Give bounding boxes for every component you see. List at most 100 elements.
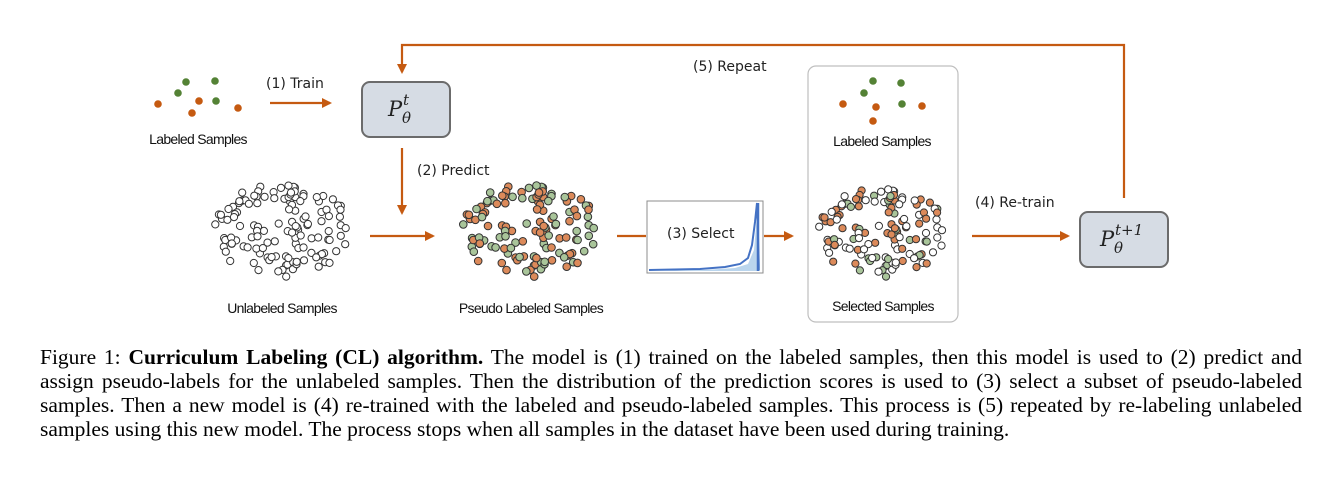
pseudo-labeled-sample-dot	[549, 212, 558, 221]
pseudo-labeled-sample-dot	[544, 196, 553, 206]
pseudo-labeled-sample-dot	[572, 226, 582, 236]
selected-sample-dot	[895, 233, 904, 242]
pseudo-labeled-sample-dot	[561, 233, 571, 242]
step-train-label: (1) Train	[266, 76, 324, 92]
selected-sample-dot	[881, 272, 891, 281]
selected-sample-dot	[877, 187, 886, 196]
unlabeled-samples-label: Unlabeled Samples	[227, 300, 337, 316]
pseudo-labeled-sample-dot	[508, 192, 517, 202]
unlabeled-sample-dot	[250, 191, 259, 200]
selected-sample-dot	[820, 213, 829, 222]
model-current-base: P	[387, 97, 403, 121]
unlabeled-sample-dot	[303, 219, 312, 229]
selected-sample-dot	[922, 259, 931, 268]
repeat-arrow	[397, 43, 1126, 198]
model-next-box	[1079, 211, 1169, 268]
pseudo-labeled-sample-dot	[464, 210, 474, 220]
unlabeled-sample-dot	[307, 234, 316, 243]
labeled-sample-dot	[860, 89, 868, 97]
selected-sample-dot	[870, 197, 879, 206]
pseudo-labeled-sample-dot	[544, 231, 554, 240]
model-next-base: P	[1099, 227, 1115, 251]
svg-text:θ: θ	[402, 109, 411, 127]
unlabeled-sample-dot	[229, 213, 239, 222]
pseudo-labeled-sample-dot	[518, 193, 527, 203]
unlabeled-sample-dot	[276, 183, 286, 192]
pseudo-labeled-sample-dot	[572, 211, 582, 221]
selected-sample-dot	[854, 202, 863, 211]
selected-sample-dot	[886, 192, 895, 201]
unlabeled-sample-dot	[211, 220, 220, 229]
step-predict-label: (2) Predict	[417, 163, 490, 179]
pseudo-labeled-sample-dot	[475, 239, 485, 248]
unlabeled-sample-dot	[335, 212, 344, 221]
labeled-sample-dot	[234, 104, 242, 112]
labeled-sample-dot	[154, 100, 162, 108]
selected-sample-dot	[933, 233, 942, 242]
selected-sample-dot	[859, 245, 869, 254]
labeled-samples-right-dots	[839, 77, 926, 125]
unlabeled-sample-dot	[216, 210, 225, 219]
pseudo-labeled-sample-dot	[584, 231, 594, 241]
caption-title: Curriculum Labeling (CL) algorithm.	[128, 345, 484, 369]
selected-sample-dot	[854, 234, 864, 243]
labeled-sample-dot	[211, 77, 219, 85]
unlabeled-sample-dot	[291, 222, 300, 231]
unlabeled-sample-dot	[235, 221, 245, 231]
pseudo-labeled-sample-dot	[483, 221, 493, 231]
pseudo-labeled-sample-dot	[498, 191, 507, 200]
unlabeled-sample-dot	[235, 197, 244, 206]
unlabeled-sample-dot	[274, 219, 283, 228]
pseudo-labeled-sample-dot	[502, 265, 511, 275]
unlabeled-sample-dot	[301, 212, 310, 221]
selected-sample-dot	[874, 221, 884, 230]
pseudo-labeled-sample-dot	[529, 272, 539, 281]
pseudo-labeled-sample-dot	[547, 256, 557, 265]
flow-arrows	[270, 43, 1126, 241]
unlabeled-samples-dots	[211, 181, 350, 281]
unlabeled-sample-dot	[314, 262, 323, 271]
unlabeled-sample-dot	[226, 256, 235, 266]
unlabeled-sample-dot	[260, 192, 269, 201]
pseudo-labeled-sample-dot	[522, 219, 532, 228]
model-next-sup: t+1	[1115, 221, 1143, 239]
selected-sample-dot	[840, 192, 849, 201]
curriculum-labeling-diagram: P t θ P t+1 θ (1) Train (2) Predict (3) …	[149, 43, 1169, 323]
pseudo-labeled-sample-dot	[492, 199, 502, 209]
selected-samples-label: Selected Samples	[832, 298, 934, 314]
unlabeled-sample-dot	[341, 240, 350, 249]
pseudo-labeled-sample-dot	[483, 196, 492, 206]
step-select-label: (3) Select	[667, 226, 735, 242]
unlabeled-sample-dot	[292, 257, 301, 266]
unlabeled-sample-dot	[296, 197, 305, 206]
model-next-sub: θ	[1114, 239, 1123, 257]
pseudo-labeled-sample-dot	[560, 192, 570, 202]
unlabeled-sample-dot	[221, 247, 230, 256]
selected-sample-dot	[851, 195, 861, 204]
model-current-box	[361, 81, 451, 138]
unlabeled-sample-dot	[286, 188, 296, 197]
unlabeled-sample-dot	[312, 253, 321, 262]
selected-sample-dot	[868, 253, 877, 263]
labeled-sample-dot	[182, 78, 190, 86]
selected-sample-dot	[922, 237, 931, 246]
selected-sample-dot	[837, 200, 847, 209]
unlabeled-sample-dot	[284, 181, 293, 190]
unlabeled-sample-dot	[224, 204, 233, 214]
selected-sample-dot	[832, 215, 841, 224]
selected-sample-dot	[838, 224, 847, 233]
labeled-sample-dot	[195, 97, 203, 105]
pseudo-labeled-sample-dot	[562, 262, 572, 272]
pseudo-labeled-sample-dot	[532, 253, 541, 263]
unlabeled-sample-dot	[274, 267, 283, 276]
selected-sample-dot	[825, 248, 834, 257]
selected-sample-dot	[887, 230, 896, 239]
pseudo-labeled-sample-dot	[565, 216, 574, 226]
selected-sample-dot	[898, 244, 907, 253]
selected-sample-dot	[890, 224, 900, 233]
selected-samples-dots	[815, 185, 947, 281]
unlabeled-sample-dot	[328, 195, 337, 204]
labeled-sample-dot	[188, 109, 196, 117]
unlabeled-sample-dot	[299, 256, 309, 265]
selected-sample-dot	[925, 198, 935, 207]
